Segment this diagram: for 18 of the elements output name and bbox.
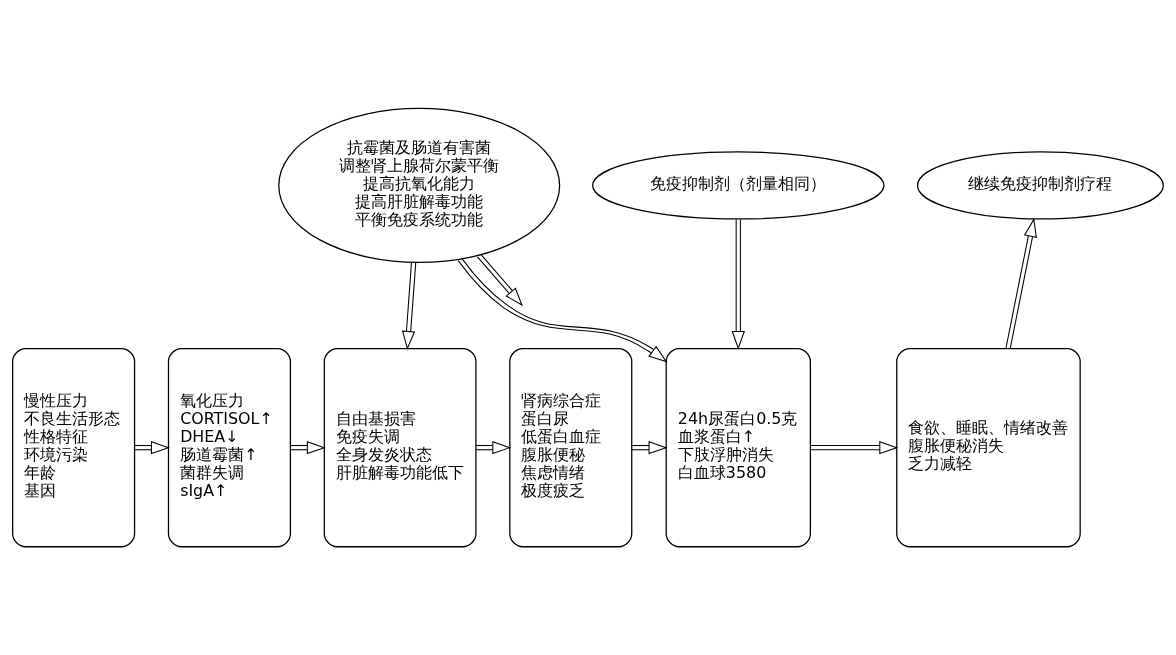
arrow: [731, 218, 745, 351]
arrow: [810, 440, 899, 455]
node-box: 24h尿蛋白0.5克 血浆蛋白↑ 下肢浮肿消失 白血球3580: [665, 347, 811, 548]
node-box: 慢性压力 不良生活形态 性格特征 环境污染 年龄 基因: [12, 347, 136, 548]
arrow: [476, 253, 523, 307]
node-ellipse: 免疫抑制剂（剂量相同）: [592, 151, 885, 220]
node-box: 氧化压力 CORTISOL↑ DHEA↓ 肠道霉菌↑ 菌群失调 sIgA↑: [167, 347, 292, 548]
arrow: [475, 440, 512, 455]
arrow: [457, 257, 668, 363]
arrow: [289, 440, 326, 455]
node-box: 食欲、睡眠、情绪改善 腹胀便秘消失 乏力减轻: [896, 347, 1081, 548]
node-ellipse: 继续免疫抑制剂疗程: [916, 151, 1164, 220]
node-box: 自由基损害 免疫失调 全身发炎状态 肝脏解毒功能低下: [323, 347, 477, 548]
node-box: 肾病综合症 蛋白尿 低蛋白血症 腹胀便秘 焦虑情绪 极度疲乏: [509, 347, 633, 548]
arrow: [134, 440, 171, 455]
arrow: [1005, 217, 1037, 350]
node-ellipse: 抗霉菌及肠道有害菌 调整肾上腺荷尔蒙平衡 提高抗氧化能力 提高肝脏解毒功能 平衡免疫系统功能: [278, 107, 561, 264]
arrow: [401, 262, 417, 351]
